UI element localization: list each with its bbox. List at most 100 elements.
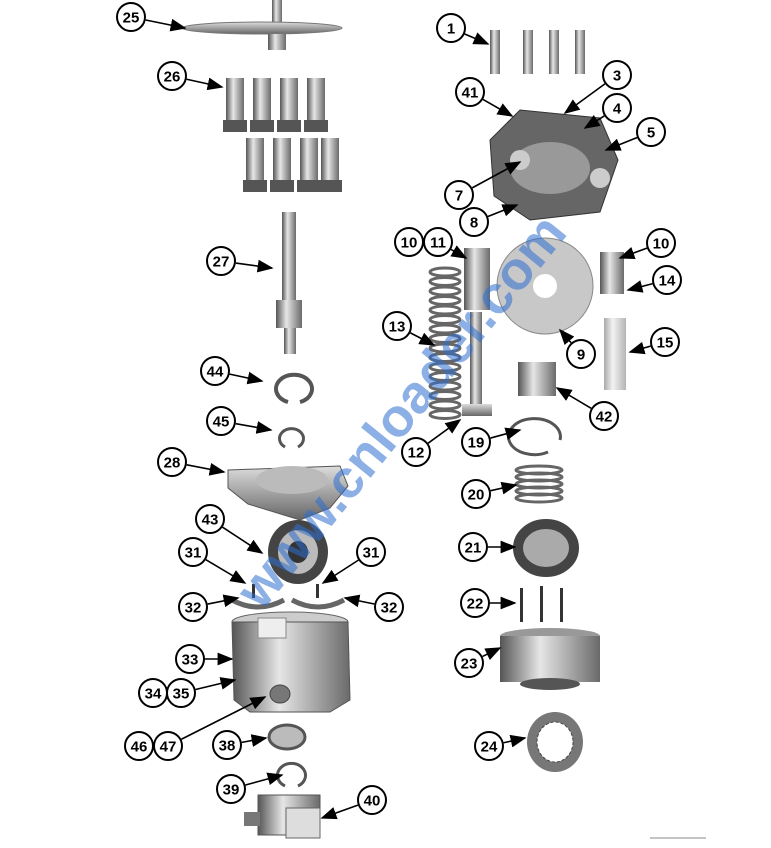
callout-32: 32 [178, 592, 240, 622]
leader-arrow [503, 734, 527, 748]
spring-coil [428, 266, 462, 278]
callout-circle [646, 228, 676, 258]
callout-number: 13 [389, 319, 406, 336]
callout-circle [460, 588, 490, 618]
leader-arrow [205, 558, 247, 584]
callout-number: 19 [468, 435, 485, 452]
part-shaft-seal [267, 723, 307, 751]
callout-24: 24 [474, 731, 527, 761]
callout-21: 21 [458, 532, 517, 562]
callout-circle [216, 774, 246, 804]
leader-arrow [181, 696, 267, 740]
callout-circle [175, 644, 205, 674]
leader-arrow [207, 594, 240, 608]
callout-number: 34 [145, 686, 162, 703]
callout-23: 23 [454, 647, 502, 678]
callout-4: 4 [583, 93, 632, 129]
leader-arrow [464, 32, 490, 45]
callout-19: 19 [461, 427, 522, 457]
leader-arrow [450, 245, 468, 259]
callout-47: 47 [153, 696, 267, 761]
callout-42: 42 [555, 387, 619, 431]
leader-arrow [427, 419, 462, 444]
callout-circle [178, 592, 208, 622]
callout-25: 25 [116, 2, 187, 32]
callout-circle [459, 207, 489, 237]
callout-circle [357, 785, 387, 815]
callout-circle [461, 479, 491, 509]
part-bushing [518, 362, 556, 396]
leader-arrow [482, 98, 514, 117]
part-pump-housing [231, 611, 351, 713]
callout-circle [157, 61, 187, 91]
callout-3: 3 [563, 60, 632, 114]
callout-number: 31 [363, 545, 380, 562]
leader-arrow [245, 772, 284, 786]
callout-number: 11 [430, 235, 446, 252]
callout-circle [166, 678, 196, 708]
leader-arrow [195, 677, 237, 691]
part-roller-bearing [268, 520, 328, 584]
leader-arrow [487, 204, 519, 218]
callout-circle [454, 648, 484, 678]
callout-number: 8 [470, 215, 478, 232]
spring-coil [428, 276, 462, 287]
leader-arrow [409, 332, 436, 346]
callout-circle [652, 265, 682, 295]
leader-arrow [604, 136, 638, 151]
callout-number: 42 [596, 409, 613, 426]
callout-38: 38 [212, 730, 268, 760]
leader-arrow [320, 804, 359, 820]
callout-number: 10 [653, 236, 670, 253]
callout-circle [356, 537, 386, 567]
leader-arrow [145, 18, 187, 32]
callout-10: 10 [618, 228, 676, 260]
callout-circle [382, 311, 412, 341]
callout-circle [566, 339, 596, 369]
callout-circle [436, 13, 466, 43]
callout-12: 12 [401, 419, 462, 467]
callout-35: 35 [166, 677, 237, 708]
callout-number: 10 [401, 235, 418, 252]
callout-circle [423, 227, 453, 257]
leader-arrow [343, 594, 375, 608]
callout-number: 20 [468, 487, 485, 504]
callout-circle [458, 532, 488, 562]
callout-circle [206, 406, 236, 436]
callout-46: 46 [124, 731, 154, 761]
part-spring-20 [514, 464, 564, 504]
callout-circle [589, 401, 619, 431]
callout-number: 47 [160, 739, 177, 756]
callout-20: 20 [461, 479, 518, 509]
callout-number: 21 [465, 540, 482, 557]
callout-number: 39 [223, 782, 240, 799]
callout-number: 38 [219, 738, 236, 755]
callout-11: 11 [423, 227, 468, 259]
leader-arrow [618, 247, 648, 260]
callout-circle [455, 77, 485, 107]
callout-number: 12 [408, 445, 425, 462]
callout-circle [374, 592, 404, 622]
callout-28: 28 [157, 447, 226, 477]
part-washer [513, 519, 579, 577]
part-snap-ring [274, 372, 314, 404]
callout-circle [602, 93, 632, 123]
callout-number: 1 [447, 21, 455, 38]
callout-40: 40 [320, 785, 387, 820]
parts-artwork [181, 0, 626, 839]
leader-arrow [321, 559, 359, 584]
callout-44: 44 [200, 356, 264, 386]
callout-41: 41 [455, 77, 514, 117]
callout-number: 33 [182, 652, 199, 669]
leader-arrow [583, 114, 605, 129]
leader-arrow [626, 280, 653, 293]
callout-number: 9 [577, 347, 585, 364]
callout-34: 34 [138, 678, 168, 708]
leader-arrow [229, 371, 264, 385]
callout-circle [212, 730, 242, 760]
callout-14: 14 [626, 265, 682, 295]
leader-arrow [235, 259, 274, 273]
spring-coil [428, 285, 462, 297]
callout-number: 28 [164, 455, 181, 472]
